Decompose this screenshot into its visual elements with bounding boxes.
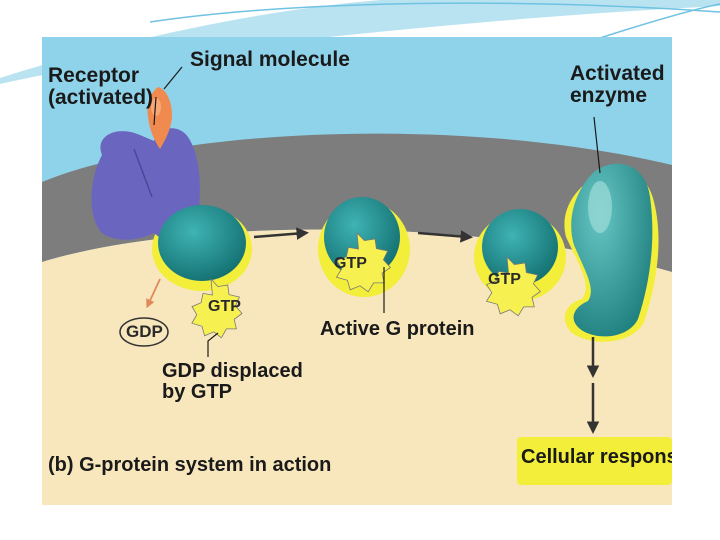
g-protein-diagram: Signal molecule Receptor (activated) Act…	[42, 37, 672, 505]
gdp-label: GDP	[126, 322, 163, 341]
process-arrow-icon	[417, 230, 473, 243]
cellular-response-label: Cellular response	[521, 446, 672, 468]
active-g-protein-label: Active G protein	[320, 318, 475, 340]
gtp-label: GTP	[208, 298, 241, 315]
signal-molecule-label: Signal molecule	[190, 48, 350, 71]
activated-enzyme	[571, 163, 653, 337]
g-protein-bound	[482, 209, 558, 285]
gtp-label: GTP	[334, 255, 367, 272]
gdp-displaced-label: GDP displaced by GTP	[162, 360, 303, 403]
gtp-starburst-icon	[335, 231, 392, 293]
gtp-starburst-icon	[485, 255, 542, 317]
gdp-release-arrow-icon	[146, 278, 161, 309]
process-arrow-icon	[253, 227, 309, 240]
g-protein-inactive	[158, 205, 246, 281]
gdp-oval	[119, 317, 169, 347]
receptor-label: Receptor (activated)	[48, 64, 154, 110]
gtp-label: GTP	[488, 271, 521, 288]
activated-enzyme-label: Activated enzyme	[570, 62, 665, 108]
figure-caption: (b) G-protein system in action	[48, 454, 332, 476]
gtp-starburst-icon	[191, 277, 243, 339]
